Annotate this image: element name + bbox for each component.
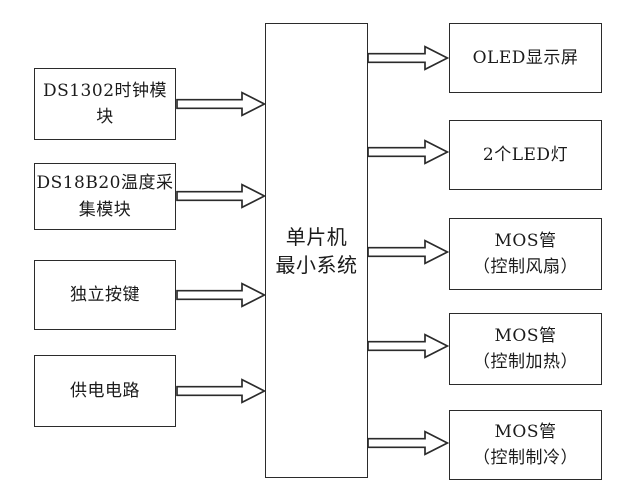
block-independent-keys: 独立按键 bbox=[34, 260, 176, 330]
block-power-supply-circuit: 供电电路 bbox=[34, 355, 176, 427]
block-mcu-minimum-system: 单片机 最小系统 bbox=[265, 23, 368, 478]
block-label: MOS管 （控制制冷） bbox=[473, 421, 578, 468]
right-arrow-icon bbox=[176, 183, 266, 209]
connector-power-to-mcu bbox=[176, 378, 266, 404]
block-mosfet-fan: MOS管 （控制风扇） bbox=[449, 218, 602, 290]
right-arrow-icon bbox=[367, 239, 449, 265]
right-arrow-icon bbox=[367, 430, 449, 456]
connector-keys-to-mcu bbox=[176, 282, 266, 308]
connector-mcu-to-mosfet-cooler bbox=[367, 430, 449, 456]
block-label: 单片机 最小系统 bbox=[275, 224, 358, 277]
block-label: DS18B20温度采 集模块 bbox=[36, 173, 174, 220]
connector-mcu-to-oled bbox=[367, 45, 449, 71]
right-arrow-icon bbox=[176, 378, 266, 404]
block-label: OLED显示屏 bbox=[472, 47, 579, 68]
block-label: 供电电路 bbox=[70, 380, 140, 401]
right-arrow-icon bbox=[367, 45, 449, 71]
right-arrow-icon bbox=[176, 91, 266, 117]
block-ds1302-clock-module: DS1302时钟模块 bbox=[34, 68, 176, 140]
right-arrow-icon bbox=[367, 333, 449, 359]
right-arrow-icon bbox=[367, 139, 449, 165]
block-ds18b20-temp-module: DS18B20温度采 集模块 bbox=[34, 163, 176, 230]
connector-mcu-to-mosfet-heater bbox=[367, 333, 449, 359]
connector-ds1302-to-mcu bbox=[176, 91, 266, 117]
block-two-leds: 2个LED灯 bbox=[449, 120, 602, 190]
connector-mcu-to-mosfet-fan bbox=[367, 239, 449, 265]
block-label: 独立按键 bbox=[70, 284, 140, 305]
connector-mcu-to-leds bbox=[367, 139, 449, 165]
block-mosfet-heater: MOS管 （控制加热） bbox=[449, 313, 602, 385]
right-arrow-icon bbox=[176, 282, 266, 308]
block-label: MOS管 （控制加热） bbox=[473, 325, 578, 372]
block-oled-display: OLED显示屏 bbox=[449, 23, 602, 93]
block-label: DS1302时钟模块 bbox=[42, 80, 168, 127]
block-label: MOS管 （控制风扇） bbox=[473, 230, 578, 277]
block-mosfet-cooler: MOS管 （控制制冷） bbox=[449, 410, 602, 480]
connector-ds18b20-to-mcu bbox=[176, 183, 266, 209]
block-label: 2个LED灯 bbox=[482, 144, 569, 165]
